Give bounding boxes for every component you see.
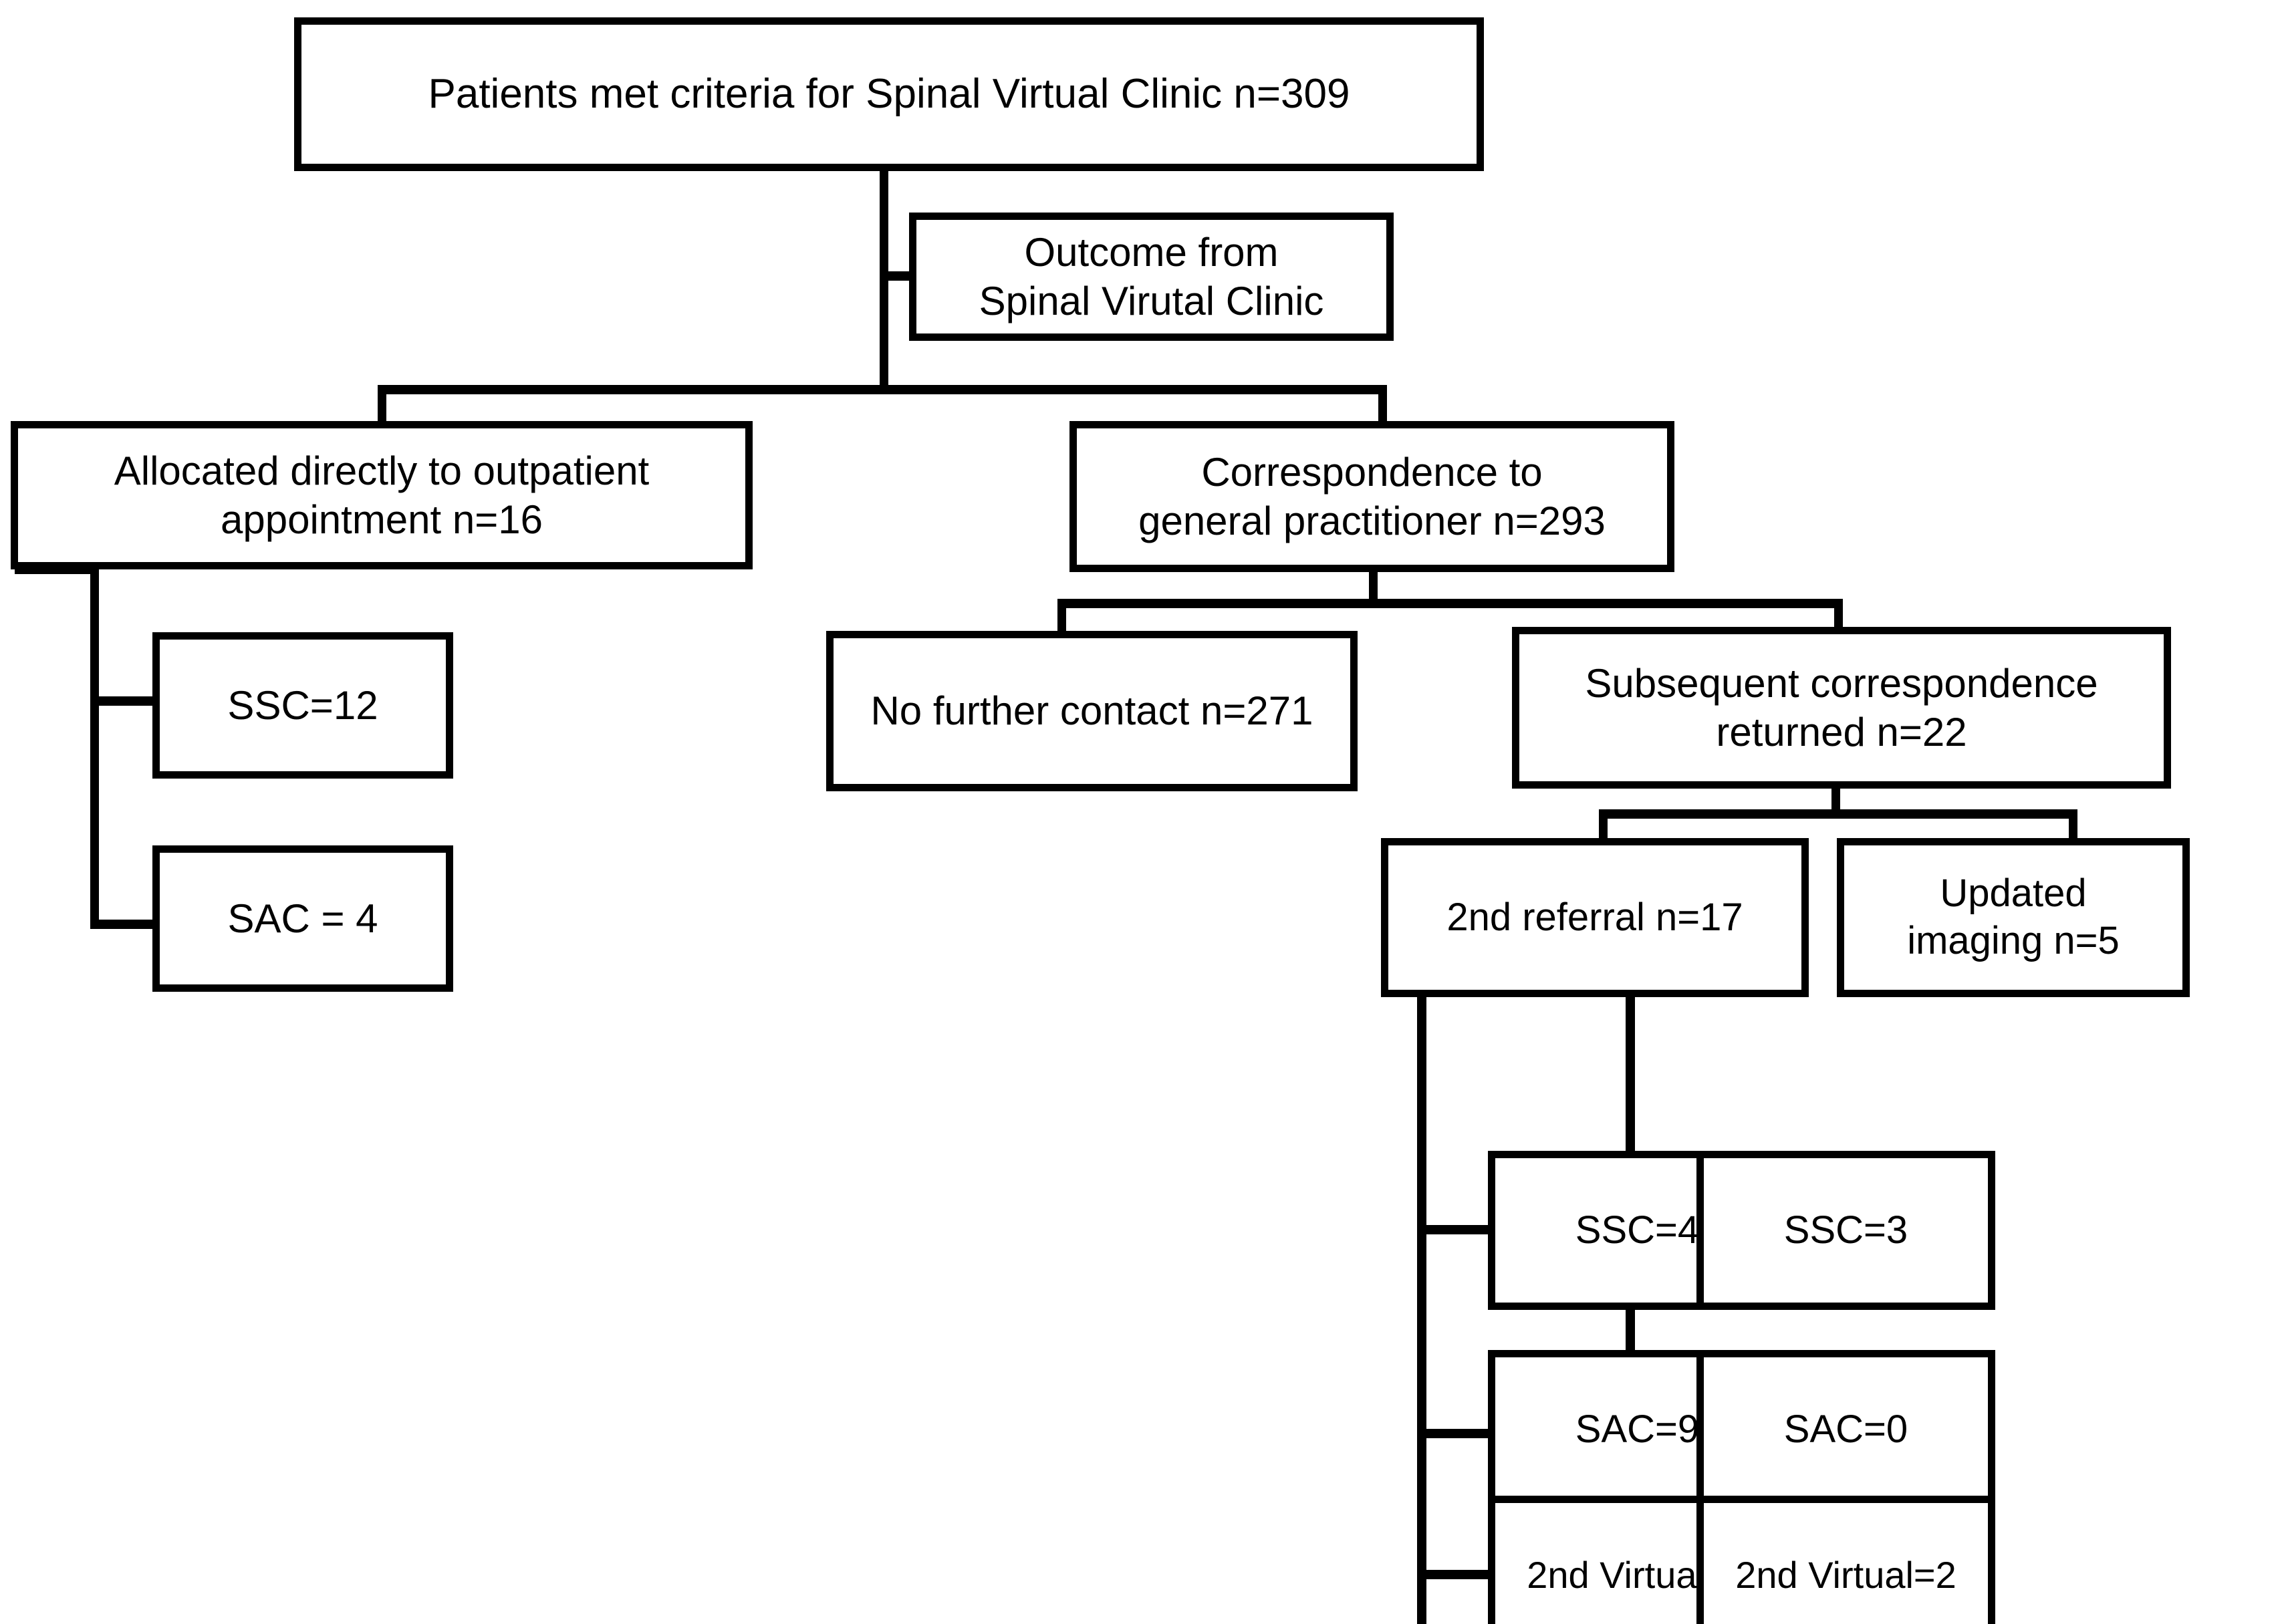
connector-subsequent-left-leg: [1599, 809, 1608, 843]
node-no-further-contact[interactable]: No further contact n=271: [826, 631, 1358, 791]
node-allocated-ssc-label: SSC=12: [227, 682, 378, 728]
node-second-referral[interactable]: 2nd referral n=17: [1381, 838, 1809, 997]
connector-referral-to-virtual: [1417, 1570, 1491, 1579]
node-imaging-second-virtual-label: 2nd Virtual=2: [1735, 1553, 1956, 1596]
node-updated-imaging[interactable]: Updated imaging n=5: [1837, 838, 2190, 997]
connector-correspondence-left-leg: [1057, 599, 1066, 632]
node-second-referral-label: 2nd referral n=17: [1446, 895, 1743, 939]
node-imaging-second-virtual[interactable]: 2nd Virtual=2: [1696, 1496, 1995, 1624]
connector-branch-left-leg: [378, 385, 386, 422]
connector-subsequent-split-bar: [1599, 809, 2077, 819]
node-allocated[interactable]: Allocated directly to outpatient appoint…: [11, 421, 753, 569]
node-allocated-sac[interactable]: SAC = 4: [152, 845, 453, 992]
node-updated-imaging-label: Updated imaging n=5: [1907, 871, 2120, 962]
node-allocated-label: Allocated directly to outpatient appoint…: [114, 448, 650, 542]
node-allocated-sac-label: SAC = 4: [227, 896, 378, 941]
connector-branch-right-leg: [1378, 385, 1387, 422]
connector-referral-to-ssc: [1417, 1225, 1491, 1234]
node-correspondence[interactable]: Correspondence to general practitioner n…: [1069, 421, 1674, 572]
connector-allocated-to-sac: [90, 920, 154, 929]
node-referral-sac-label: SAC=9: [1575, 1407, 1700, 1451]
connector-allocated-spine: [90, 565, 99, 929]
node-subsequent[interactable]: Subsequent correspondence returned n=22: [1512, 627, 2171, 789]
node-outcome[interactable]: Outcome from Spinal Virutal Clinic: [909, 213, 1394, 341]
node-root[interactable]: Patients met criteria for Spinal Virtual…: [294, 17, 1484, 171]
node-imaging-ssc-label: SSC=3: [1783, 1208, 1908, 1252]
node-subsequent-label: Subsequent correspondence returned n=22: [1585, 660, 2098, 755]
connector-correspondence-split-bar: [1057, 599, 1843, 608]
node-root-label: Patients met criteria for Spinal Virtual…: [428, 71, 1350, 118]
node-imaging-sac[interactable]: SAC=0: [1696, 1350, 1995, 1509]
connector-referral-spine: [1417, 988, 1426, 1624]
node-imaging-sac-label: SAC=0: [1783, 1407, 1908, 1451]
connector-subsequent-right-leg: [2069, 809, 2077, 843]
connector-correspondence-drop: [1369, 571, 1378, 603]
node-no-further-contact-label: No further contact n=271: [870, 688, 1313, 734]
connector-root-spine: [880, 170, 888, 391]
node-referral-ssc-label: SSC=4: [1575, 1208, 1700, 1252]
node-correspondence-label: Correspondence to general practitioner n…: [1138, 449, 1606, 543]
node-outcome-label: Outcome from Spinal Virutal Clinic: [979, 229, 1324, 323]
connector-allocated-to-ssc: [90, 696, 154, 706]
node-allocated-ssc[interactable]: SSC=12: [152, 632, 453, 779]
connector-main-branch-bar: [378, 385, 1387, 394]
connector-correspondence-right-leg: [1834, 599, 1843, 632]
connector-referral-to-sac: [1417, 1429, 1491, 1438]
node-imaging-ssc[interactable]: SSC=3: [1696, 1151, 1995, 1310]
connector-root-to-outcome: [880, 271, 910, 281]
connector-subsequent-drop: [1831, 781, 1840, 813]
